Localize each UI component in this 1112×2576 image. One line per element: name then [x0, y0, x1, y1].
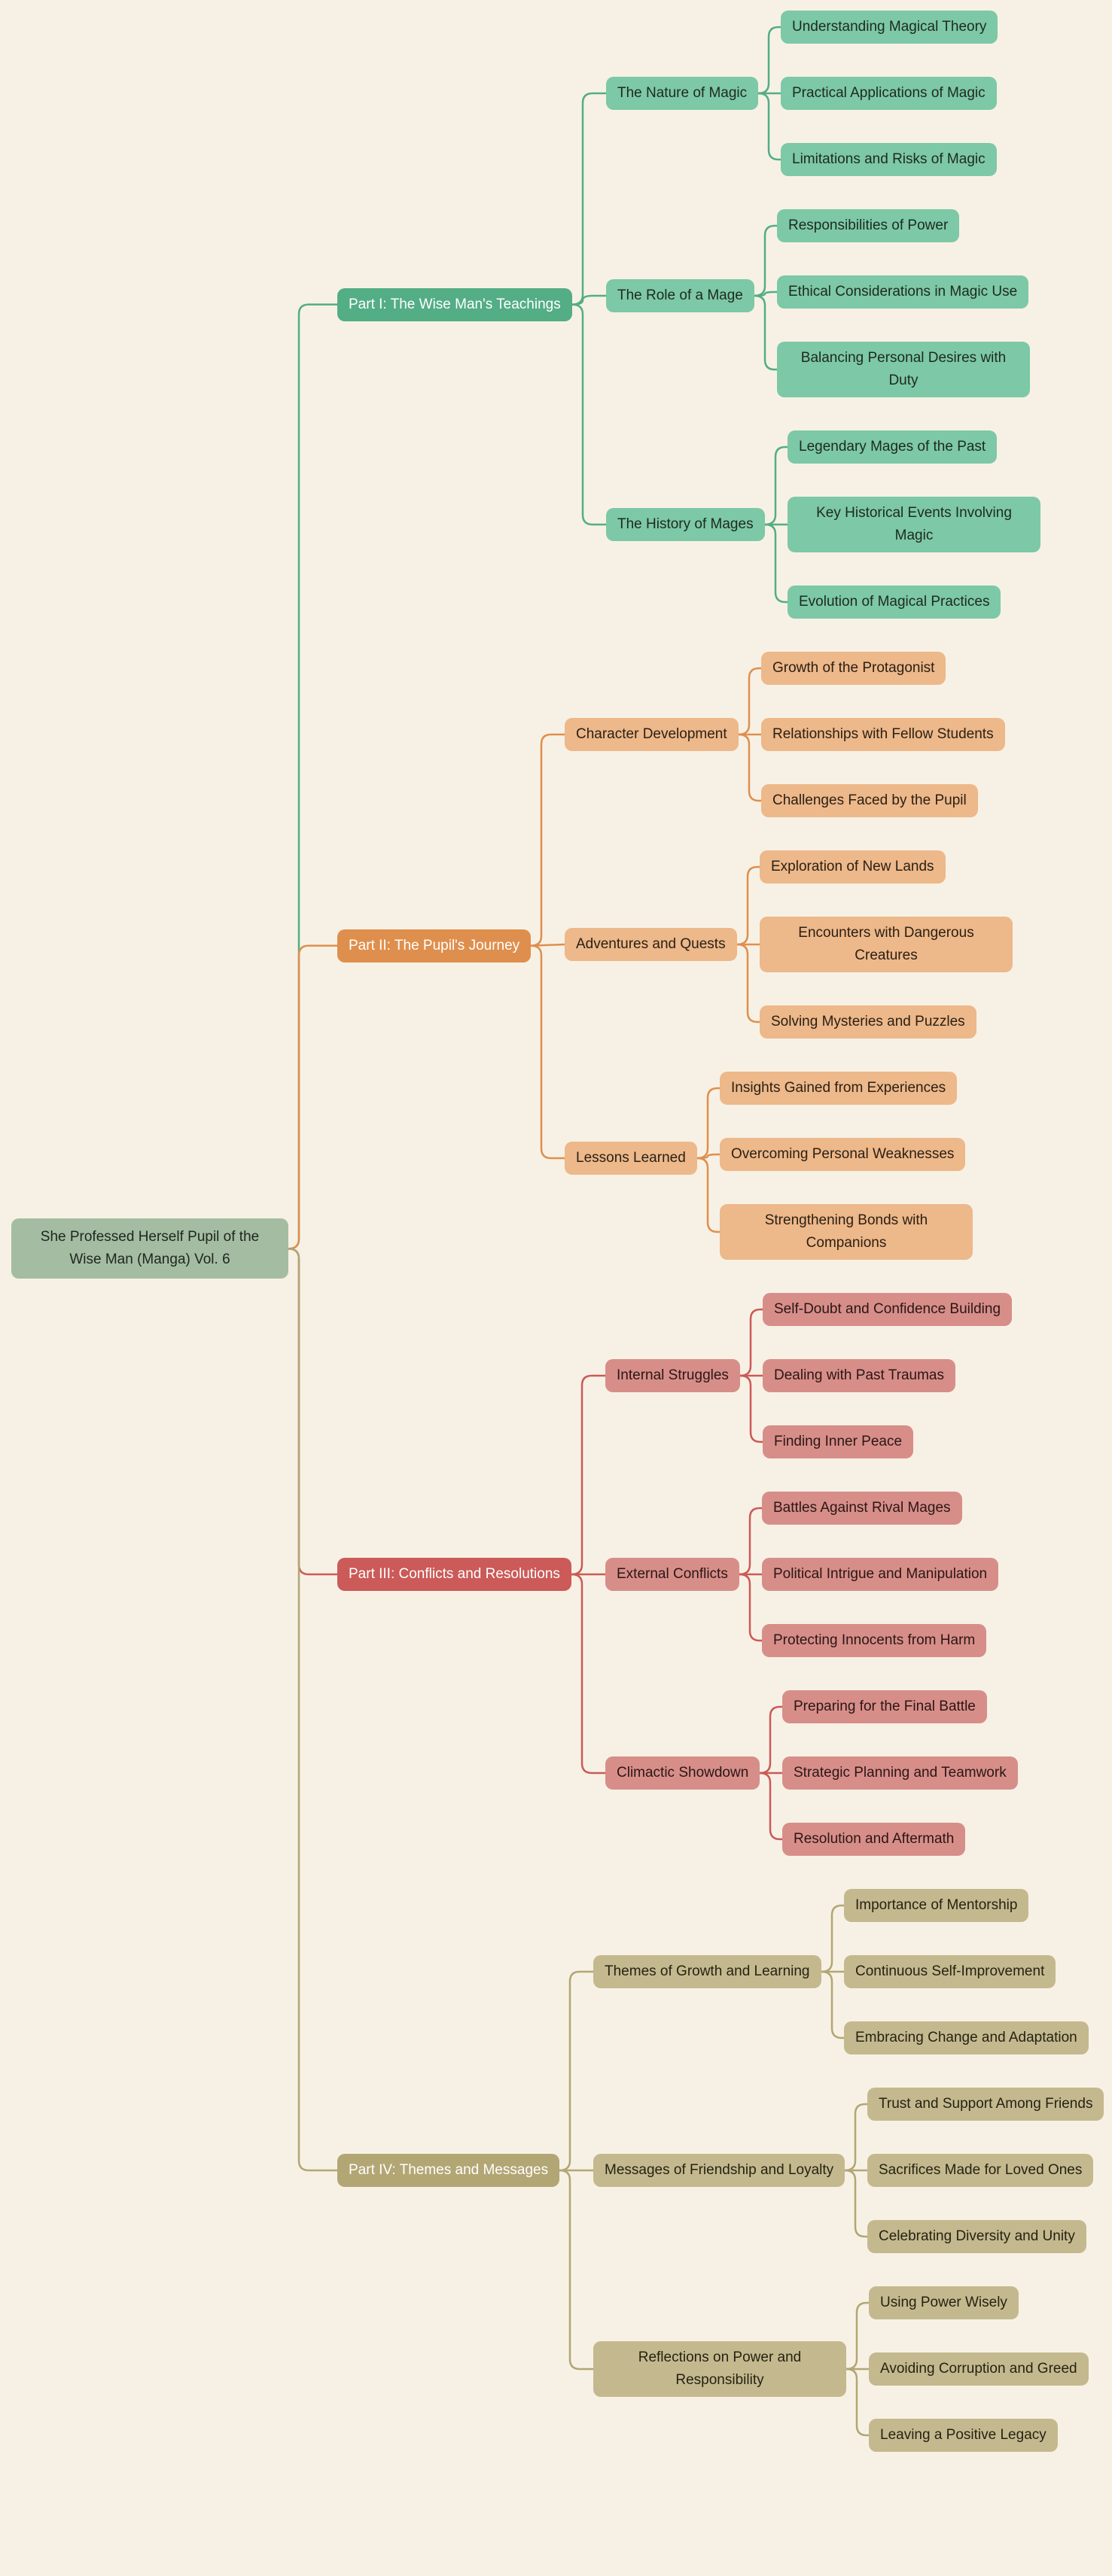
mindmap-node-leaf-4-1-2: Continuous Self-Improvement	[844, 1955, 1056, 1988]
mindmap-node-topic-4-3: Reflections on Power and Responsibility	[593, 2341, 846, 2397]
mindmap-node-leaf-2-2-1: Exploration of New Lands	[760, 850, 946, 884]
mindmap-node-leaf-3-1-1: Self-Doubt and Confidence Building	[763, 1293, 1013, 1326]
mindmap-link	[529, 943, 566, 947]
mindmap-link	[753, 224, 778, 297]
mindmap-node-leaf-2-3-3: Strengthening Bonds with Companions	[720, 1204, 973, 1260]
mindmap-node-part-3: Part III: Conflicts and Resolutions	[337, 1558, 571, 1591]
mindmap-node-leaf-1-2-3: Balancing Personal Desires with Duty	[777, 342, 1030, 397]
mindmap-node-leaf-3-2-2: Political Intrigue and Manipulation	[762, 1558, 999, 1591]
mindmap-node-leaf-1-1-3: Limitations and Risks of Magic	[781, 143, 997, 176]
mindmap-link	[820, 1970, 845, 2039]
mindmap-node-leaf-4-2-1: Trust and Support Among Friends	[867, 2088, 1104, 2121]
mindmap-node-topic-2-3: Lessons Learned	[565, 1142, 697, 1175]
mindmap-link	[843, 2103, 869, 2172]
mindmap-node-leaf-1-2-1: Responsibilities of Power	[777, 209, 960, 242]
mindmap-node-leaf-1-1-1: Understanding Magical Theory	[781, 11, 998, 44]
mindmap-node-leaf-2-1-2: Relationships with Fellow Students	[761, 718, 1005, 751]
mindmap-link	[287, 1248, 339, 2172]
mindmap-node-leaf-3-3-2: Strategic Planning and Teamwork	[782, 1756, 1018, 1790]
mindmap-link	[739, 1308, 764, 1377]
mindmap-link	[736, 943, 761, 1023]
mindmap-link	[558, 2169, 595, 2371]
mindmap-link	[571, 303, 608, 526]
mindmap-link	[696, 1087, 721, 1160]
mindmap-node-leaf-1-3-2: Key Historical Events Involving Magic	[788, 497, 1040, 552]
mindmap-link	[737, 733, 763, 802]
mindmap-node-topic-4-1: Themes of Growth and Learning	[593, 1955, 821, 1988]
mindmap-node-leaf-2-1-3: Challenges Faced by the Pupil	[761, 784, 978, 817]
mindmap-node-leaf-3-3-3: Resolution and Aftermath	[782, 1823, 966, 1856]
mindmap-link	[739, 1374, 764, 1443]
mindmap-node-root: She Professed Herself Pupil of the Wise …	[11, 1218, 288, 1279]
mindmap-node-leaf-4-1-1: Importance of Mentorship	[844, 1889, 1029, 1922]
mindmap-node-topic-3-3: Climactic Showdown	[605, 1756, 760, 1790]
mindmap-node-part-4: Part IV: Themes and Messages	[337, 2154, 560, 2187]
mindmap-node-leaf-2-2-2: Encounters with Dangerous Creatures	[760, 917, 1013, 972]
mindmap-link	[287, 944, 339, 1250]
mindmap-link	[570, 1374, 607, 1576]
mindmap-node-leaf-1-2-2: Ethical Considerations in Magic Use	[777, 275, 1029, 309]
mindmap-node-leaf-3-2-1: Battles Against Rival Mages	[762, 1492, 962, 1525]
mindmap-node-leaf-4-3-3: Leaving a Positive Legacy	[869, 2419, 1058, 2452]
mindmap-node-leaf-4-2-3: Celebrating Diversity and Unity	[867, 2220, 1086, 2253]
mindmap-link	[738, 1507, 763, 1576]
mindmap-link	[736, 865, 761, 946]
mindmap-node-leaf-4-3-1: Using Power Wisely	[869, 2286, 1019, 2319]
mindmap-link	[558, 1970, 595, 2172]
mindmap-node-part-2: Part II: The Pupil's Journey	[337, 929, 532, 963]
mindmap-node-topic-4-2: Messages of Friendship and Loyalty	[593, 2154, 845, 2187]
mindmap-link	[571, 294, 608, 306]
mindmap-node-leaf-1-3-3: Evolution of Magical Practices	[788, 585, 1001, 619]
mindmap-node-topic-1-1: The Nature of Magic	[606, 77, 759, 110]
mindmap-link	[758, 1705, 784, 1775]
mindmap-link	[845, 2368, 870, 2437]
mindmap-link	[758, 1772, 784, 1841]
mindmap-link	[753, 294, 778, 371]
mindmap-node-leaf-2-2-3: Solving Mysteries and Puzzles	[760, 1005, 976, 1039]
mindmap-node-leaf-4-2-2: Sacrifices Made for Loved Ones	[867, 2154, 1094, 2187]
mindmap-link	[843, 2169, 869, 2238]
mindmap-link	[757, 26, 782, 95]
mindmap-node-leaf-2-1-1: Growth of the Protagonist	[761, 652, 946, 685]
mindmap-link	[753, 290, 778, 297]
mindmap-node-leaf-3-1-2: Dealing with Past Traumas	[763, 1359, 955, 1392]
mindmap-node-leaf-1-1-2: Practical Applications of Magic	[781, 77, 997, 110]
mindmap-link	[696, 1157, 721, 1233]
mindmap-node-leaf-2-3-2: Overcoming Personal Weaknesses	[720, 1138, 966, 1171]
mindmap-node-leaf-3-3-1: Preparing for the Final Battle	[782, 1690, 987, 1723]
mindmap-link	[845, 2301, 870, 2371]
mindmap-node-leaf-2-3-1: Insights Gained from Experiences	[720, 1072, 958, 1105]
mindmap-node-leaf-3-2-3: Protecting Innocents from Harm	[762, 1624, 987, 1657]
mindmap-link	[529, 944, 566, 1160]
mindmap-link	[757, 92, 782, 161]
mindmap-link	[696, 1153, 721, 1160]
mindmap-node-topic-2-1: Character Development	[565, 718, 739, 751]
mindmap-node-leaf-3-1-3: Finding Inner Peace	[763, 1425, 914, 1458]
mindmap-node-topic-1-2: The Role of a Mage	[606, 279, 754, 312]
mindmap-link	[738, 1573, 763, 1642]
mindmap-link	[820, 1904, 845, 1973]
mindmap-node-topic-2-2: Adventures and Quests	[565, 928, 737, 961]
mindmap-node-leaf-4-1-3: Embracing Change and Adaptation	[844, 2021, 1089, 2054]
mindmap-link	[737, 667, 763, 736]
mindmap-node-topic-3-2: External Conflicts	[605, 1558, 739, 1591]
mindmap-node-leaf-4-3-2: Avoiding Corruption and Greed	[869, 2352, 1089, 2386]
mindmap-link	[570, 1573, 607, 1775]
mindmap-node-topic-3-1: Internal Struggles	[605, 1359, 740, 1392]
mindmap-link	[763, 523, 789, 604]
mindmap-node-part-1: Part I: The Wise Man's Teachings	[337, 287, 572, 321]
mindmap-node-topic-1-3: The History of Mages	[606, 508, 765, 541]
mindmap-node-leaf-1-3-1: Legendary Mages of the Past	[788, 430, 998, 464]
mindmap-link	[763, 446, 789, 526]
